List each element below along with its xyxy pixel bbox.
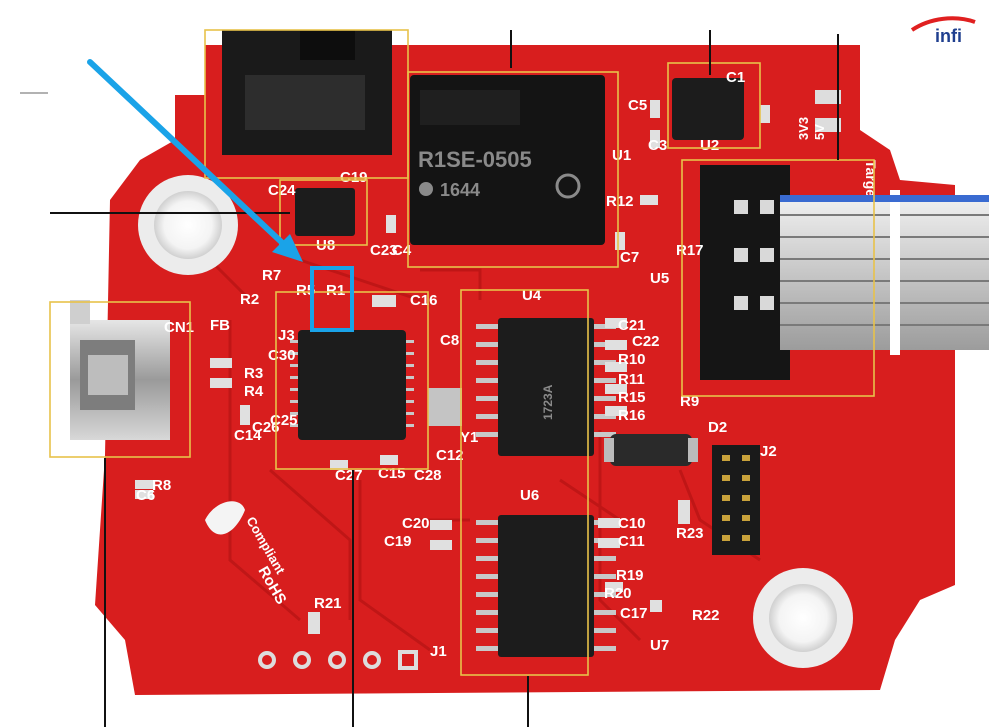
silk-label: R2	[240, 291, 259, 308]
silk-label: FB	[210, 317, 230, 334]
silk-label: C30	[268, 347, 296, 364]
silk-label: Y1	[460, 429, 478, 446]
silk-label: R21	[314, 595, 342, 612]
ic-u4: 1723A	[476, 318, 616, 456]
silk-label: C5	[628, 97, 647, 114]
silk-label: C15	[378, 465, 406, 482]
usb-connector-icon	[70, 300, 170, 440]
dc-dc-module: R1SE-0505 1644	[410, 75, 605, 245]
silk-label: U5	[650, 270, 669, 287]
silk-label: U7	[650, 637, 669, 654]
jumper-label-5v: 5V	[812, 124, 827, 140]
silk-label: R7	[262, 267, 281, 284]
pin-header-j2	[712, 445, 760, 555]
passive-components	[135, 100, 770, 634]
silk-label: C14	[234, 427, 262, 444]
silk-label: R15	[618, 389, 646, 406]
silk-label: C8	[440, 332, 459, 349]
silk-label: J3	[278, 327, 295, 344]
ic-mcu	[290, 330, 414, 440]
silk-label: C20	[402, 515, 430, 532]
silk-label: C22	[632, 333, 660, 350]
silk-label: U2	[700, 137, 719, 154]
silk-label: C4	[392, 242, 412, 259]
silk-label: C23	[370, 242, 398, 259]
silk-label: C16	[410, 292, 438, 309]
silk-label: R19	[616, 567, 644, 584]
chip-u4-code: 1723A	[541, 384, 555, 420]
silk-label: C1	[726, 69, 745, 86]
silk-label: J1	[430, 643, 447, 660]
module-code: 1644	[440, 180, 480, 200]
silk-label: C27	[335, 467, 363, 484]
mount-hole-bottom-right	[753, 568, 853, 668]
silk-label: U4	[522, 287, 542, 304]
ic-u8	[295, 188, 355, 236]
silk-label: C6	[136, 487, 155, 504]
silk-label: U6	[520, 487, 539, 504]
silk-label: R3	[244, 365, 263, 382]
brand-logo: infi	[910, 16, 976, 46]
silk-label: R10	[618, 351, 646, 368]
silk-label: D2	[708, 419, 727, 436]
ribbon-cable-icon	[780, 190, 989, 355]
silk-label: R9	[680, 393, 699, 410]
silk-label: J2	[760, 443, 777, 460]
header-j1	[258, 650, 418, 670]
silk-label: U1	[612, 147, 631, 164]
mount-hole-top-left	[138, 175, 238, 275]
top-connector	[222, 30, 392, 155]
silk-label: C17	[620, 605, 648, 622]
silk-label: R8	[152, 477, 171, 494]
silk-label: C11	[618, 533, 645, 550]
silk-label: C3	[648, 137, 667, 154]
ribbon-connector	[700, 165, 790, 380]
silk-label: C24	[268, 182, 296, 199]
silk-label: C25	[270, 412, 298, 429]
pcb-traces	[198, 248, 761, 652]
silk-label: R17	[676, 242, 704, 259]
silk-label: C28	[414, 467, 442, 484]
callout-lines	[20, 30, 839, 727]
logo-text: infi	[935, 26, 962, 46]
ic-u6	[476, 515, 616, 657]
diode	[604, 434, 698, 466]
silk-label: R1	[326, 282, 345, 299]
marker-box	[310, 266, 354, 332]
arrow-pointer-icon	[87, 59, 303, 262]
silk-label: CN1	[164, 319, 194, 336]
jumper-label-3v3: 3V3	[796, 117, 811, 140]
ic-u2	[672, 78, 744, 140]
silk-label: R23	[676, 525, 704, 542]
silk-label: C7	[620, 249, 639, 266]
silk-label: C19	[384, 533, 412, 550]
module-label: R1SE-0505	[418, 147, 532, 172]
silk-label: R16	[618, 407, 646, 424]
silk-label: C21	[618, 317, 646, 334]
silk-label: R22	[692, 607, 720, 624]
silk-label: R12	[606, 193, 634, 210]
silk-label: C10	[618, 515, 646, 532]
silk-label: R20	[604, 585, 632, 602]
silk-label: C26	[252, 419, 280, 436]
silk-label: R4	[244, 383, 264, 400]
silk-label: R11	[618, 371, 645, 388]
crystal	[428, 388, 462, 426]
silk-label: C12	[436, 447, 464, 464]
